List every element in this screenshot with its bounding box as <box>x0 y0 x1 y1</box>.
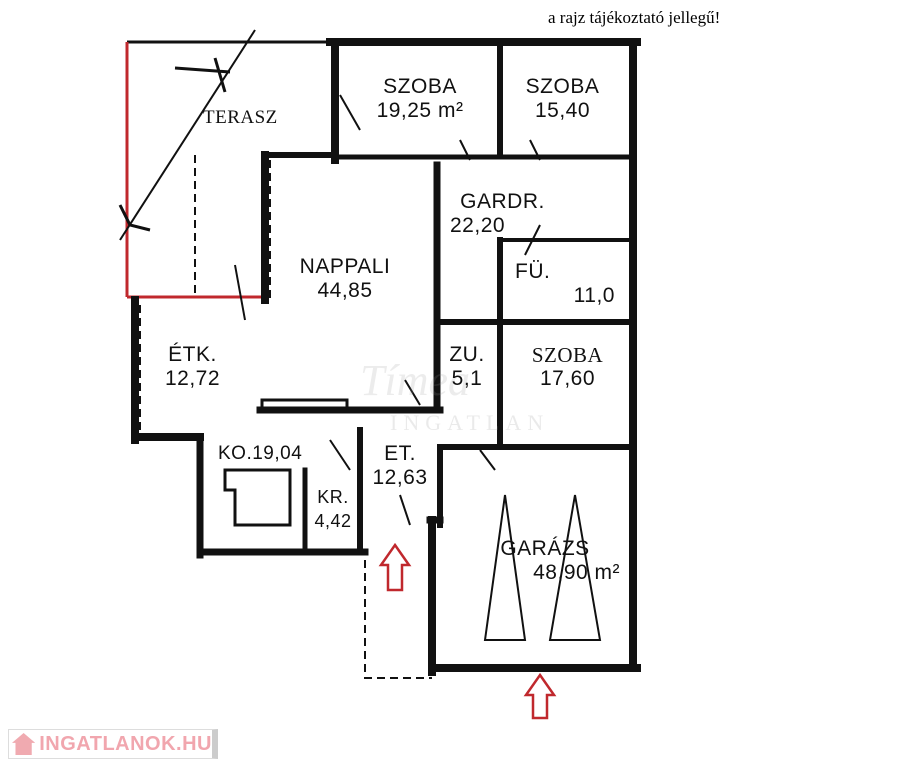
house-icon <box>12 733 36 755</box>
door-swings <box>234 94 541 526</box>
room-name: FÜ. <box>515 260 551 283</box>
room-gardrob: GARDR.22,20 <box>445 190 560 238</box>
room-name: SZOBA <box>525 75 600 98</box>
watermark-script: Tímea <box>360 356 470 405</box>
room-area: 19,25 m² <box>376 99 464 122</box>
room-name: TERASZ <box>203 107 278 128</box>
room-name: ET. <box>384 442 416 465</box>
ingatlanok-logo: INGATLANOK.HU <box>8 729 218 759</box>
walls <box>131 38 641 676</box>
entrance-arrow-2 <box>523 672 557 720</box>
room-area: 15,40 <box>534 99 591 122</box>
room-area: 48,90 m² <box>533 561 620 584</box>
garage-car-markers <box>483 494 602 641</box>
room-etkezo: ÉTK.12,72 <box>150 343 235 391</box>
room-area: 5,1 <box>451 367 483 390</box>
logo-text: INGATLANOK.HU <box>39 732 212 755</box>
room-name: GARÁZS <box>500 537 590 560</box>
room-area: 17,60 <box>539 367 596 390</box>
room-name: NAPPALI <box>299 255 391 278</box>
room-name: ZU. <box>449 343 485 366</box>
room-konyha: KO.19,04 <box>218 442 302 466</box>
room-name: KR. <box>317 487 349 507</box>
watermark-text: INGATLAN <box>390 410 550 435</box>
dashed-outlines <box>139 155 432 679</box>
room-name: ÉTK. <box>168 343 217 366</box>
room-area: 22,20 <box>450 214 506 237</box>
room-name: GARDR. <box>460 190 545 213</box>
room-eloter: ET.12,63 <box>360 442 440 490</box>
room-area: 12,72 <box>164 367 221 390</box>
room-name: SZOBA <box>383 75 457 98</box>
disclaimer-note: a rajz tájékoztató jellegű! <box>548 8 721 27</box>
room-terasz: TERASZ <box>203 106 278 130</box>
room-area: 44,85 <box>317 279 373 302</box>
room-zuhanyzo: ZU.5,1 <box>442 343 492 391</box>
room-name: KO.19,04 <box>218 443 303 464</box>
terrace-outline <box>118 29 330 299</box>
room-area: 11,0 <box>573 284 615 307</box>
room-area: 12,63 <box>372 466 428 489</box>
room-name: SZOBA <box>531 343 604 367</box>
room-area: 4,42 <box>314 511 352 531</box>
room-kamra: KR. 4,42 <box>308 485 358 533</box>
room-furdo: FÜ. 11,0 <box>515 260 615 308</box>
entrance-arrow-1 <box>378 542 412 592</box>
